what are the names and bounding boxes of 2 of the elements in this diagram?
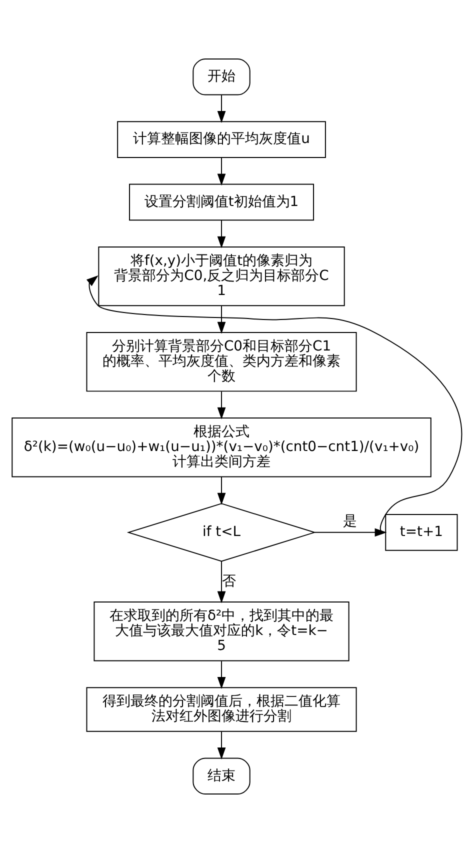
edge-label: 是 <box>343 513 358 530</box>
edge-label: 否 <box>222 572 236 589</box>
